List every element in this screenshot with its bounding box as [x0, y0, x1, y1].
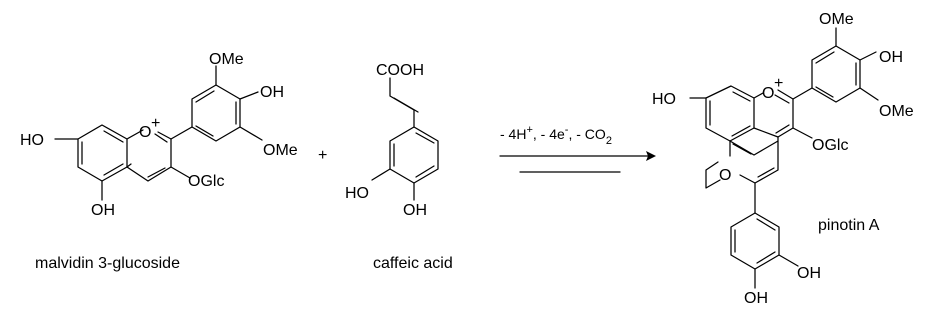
cond-sup-2: - — [565, 124, 569, 136]
malvidin-caption: malvidin 3-glucoside — [35, 255, 180, 272]
pinotin-ring-lower-bonds — [729, 136, 779, 184]
cond-part-2: , - 4e — [533, 126, 565, 142]
cond-part-3: , - CO — [568, 126, 605, 142]
caffeic-ho-label: HO — [345, 185, 369, 202]
pinotin-ho-label: HO — [652, 91, 676, 108]
pinotin-ome-right-bond — [859, 87, 879, 101]
pinotin-ring-oxygen-bottom-label: O — [719, 167, 731, 184]
pinotin-ome-top-label: OMe — [819, 11, 854, 28]
arrow-head — [646, 151, 656, 161]
pinotin-ring-left-double-bonds — [709, 91, 751, 137]
pinotin-ring-top-double-bonds — [774, 94, 790, 134]
malvidin-charge-label: + — [151, 115, 160, 132]
pinotin-ring-b-bonds — [811, 45, 861, 103]
malvidin-ring-c-double-bonds — [126, 133, 168, 178]
malvidin-ome-top-label: OMe — [209, 51, 244, 68]
malvidin-ring-b-bonds — [191, 84, 241, 142]
caffeic-side-chain — [389, 77, 419, 128]
caffeic-acid-structure: COOH HO OH — [345, 62, 439, 219]
pinotin-ome-right-label: OMe — [879, 103, 914, 120]
pinotin-b-link — [792, 87, 813, 100]
pinotin-oh-label: OH — [879, 49, 903, 66]
cond-sup-1: + — [526, 124, 532, 136]
caffeic-cooh-label: COOH — [376, 62, 424, 79]
reaction-conditions: - 4H+, - 4e-, - CO2 — [500, 124, 612, 147]
cond-sub-3: 2 — [606, 135, 612, 147]
caffeic-caption: caffeic acid — [373, 255, 453, 272]
caffeic-ho-bond — [371, 168, 391, 181]
pinotin-o-pendant-bond — [705, 161, 721, 189]
malvidin-ho-label: HO — [20, 132, 44, 149]
malvidin-ring-a-double-bonds — [81, 130, 124, 176]
malvidin-b-link — [170, 126, 193, 140]
malvidin-oh-label: OH — [260, 84, 284, 101]
pinotin-catechol-oh1-bond — [778, 254, 799, 267]
pinotin-ring-b-double-bonds — [815, 51, 857, 98]
malvidin-ring-a-bonds — [77, 124, 128, 182]
pinotin-catechol-oh1-label: OH — [797, 265, 821, 282]
caffeic-ring-double-bonds — [393, 132, 435, 178]
malvidin-ome-right-label: OMe — [263, 142, 298, 159]
caffeic-oh-label: OH — [403, 202, 427, 219]
malvidin-ome-right-bond — [239, 126, 263, 141]
pinotin-oglc-bond — [792, 127, 813, 139]
pinotin-charge-label: + — [774, 75, 783, 92]
malvidin-oh-bond — [239, 91, 259, 100]
pinotin-ring-left-bonds — [705, 85, 755, 142]
pinotin-oglc-label: OGlc — [812, 137, 848, 154]
malvidin-ring-b-double-bonds — [195, 90, 237, 137]
pinotin-caption: pinotin A — [818, 217, 880, 234]
malvidin-oglc-bond — [170, 166, 191, 179]
malvidin-oh5-label: OH — [91, 202, 115, 219]
malvidin-oglc-label: OGlc — [188, 173, 224, 190]
reaction-arrow: - 4H+, - 4e-, - CO2 — [499, 124, 656, 173]
pinotin-ring-catechol-bonds — [730, 212, 780, 270]
pinotin-ring-catechol-double-bonds — [734, 218, 776, 264]
malvidin-ring-oxygen-label: O — [139, 124, 151, 141]
pinotin-ring-lower-double-bonds — [732, 143, 775, 178]
pinotin-ring-oxygen-top-label: O — [762, 85, 774, 102]
malvidin-structure: OMe OH OMe HO O + OGlc OH — [20, 51, 298, 219]
caffeic-ring-bonds — [389, 126, 439, 184]
plus-sign: + — [318, 147, 327, 164]
cond-part-1: - 4H — [500, 126, 526, 142]
pinotin-oh-bond — [859, 51, 877, 61]
pinotin-catechol-oh2-label: OH — [744, 290, 768, 307]
pinotin-structure: OMe OH OMe HO O + OGlc O OH OH — [652, 11, 914, 307]
